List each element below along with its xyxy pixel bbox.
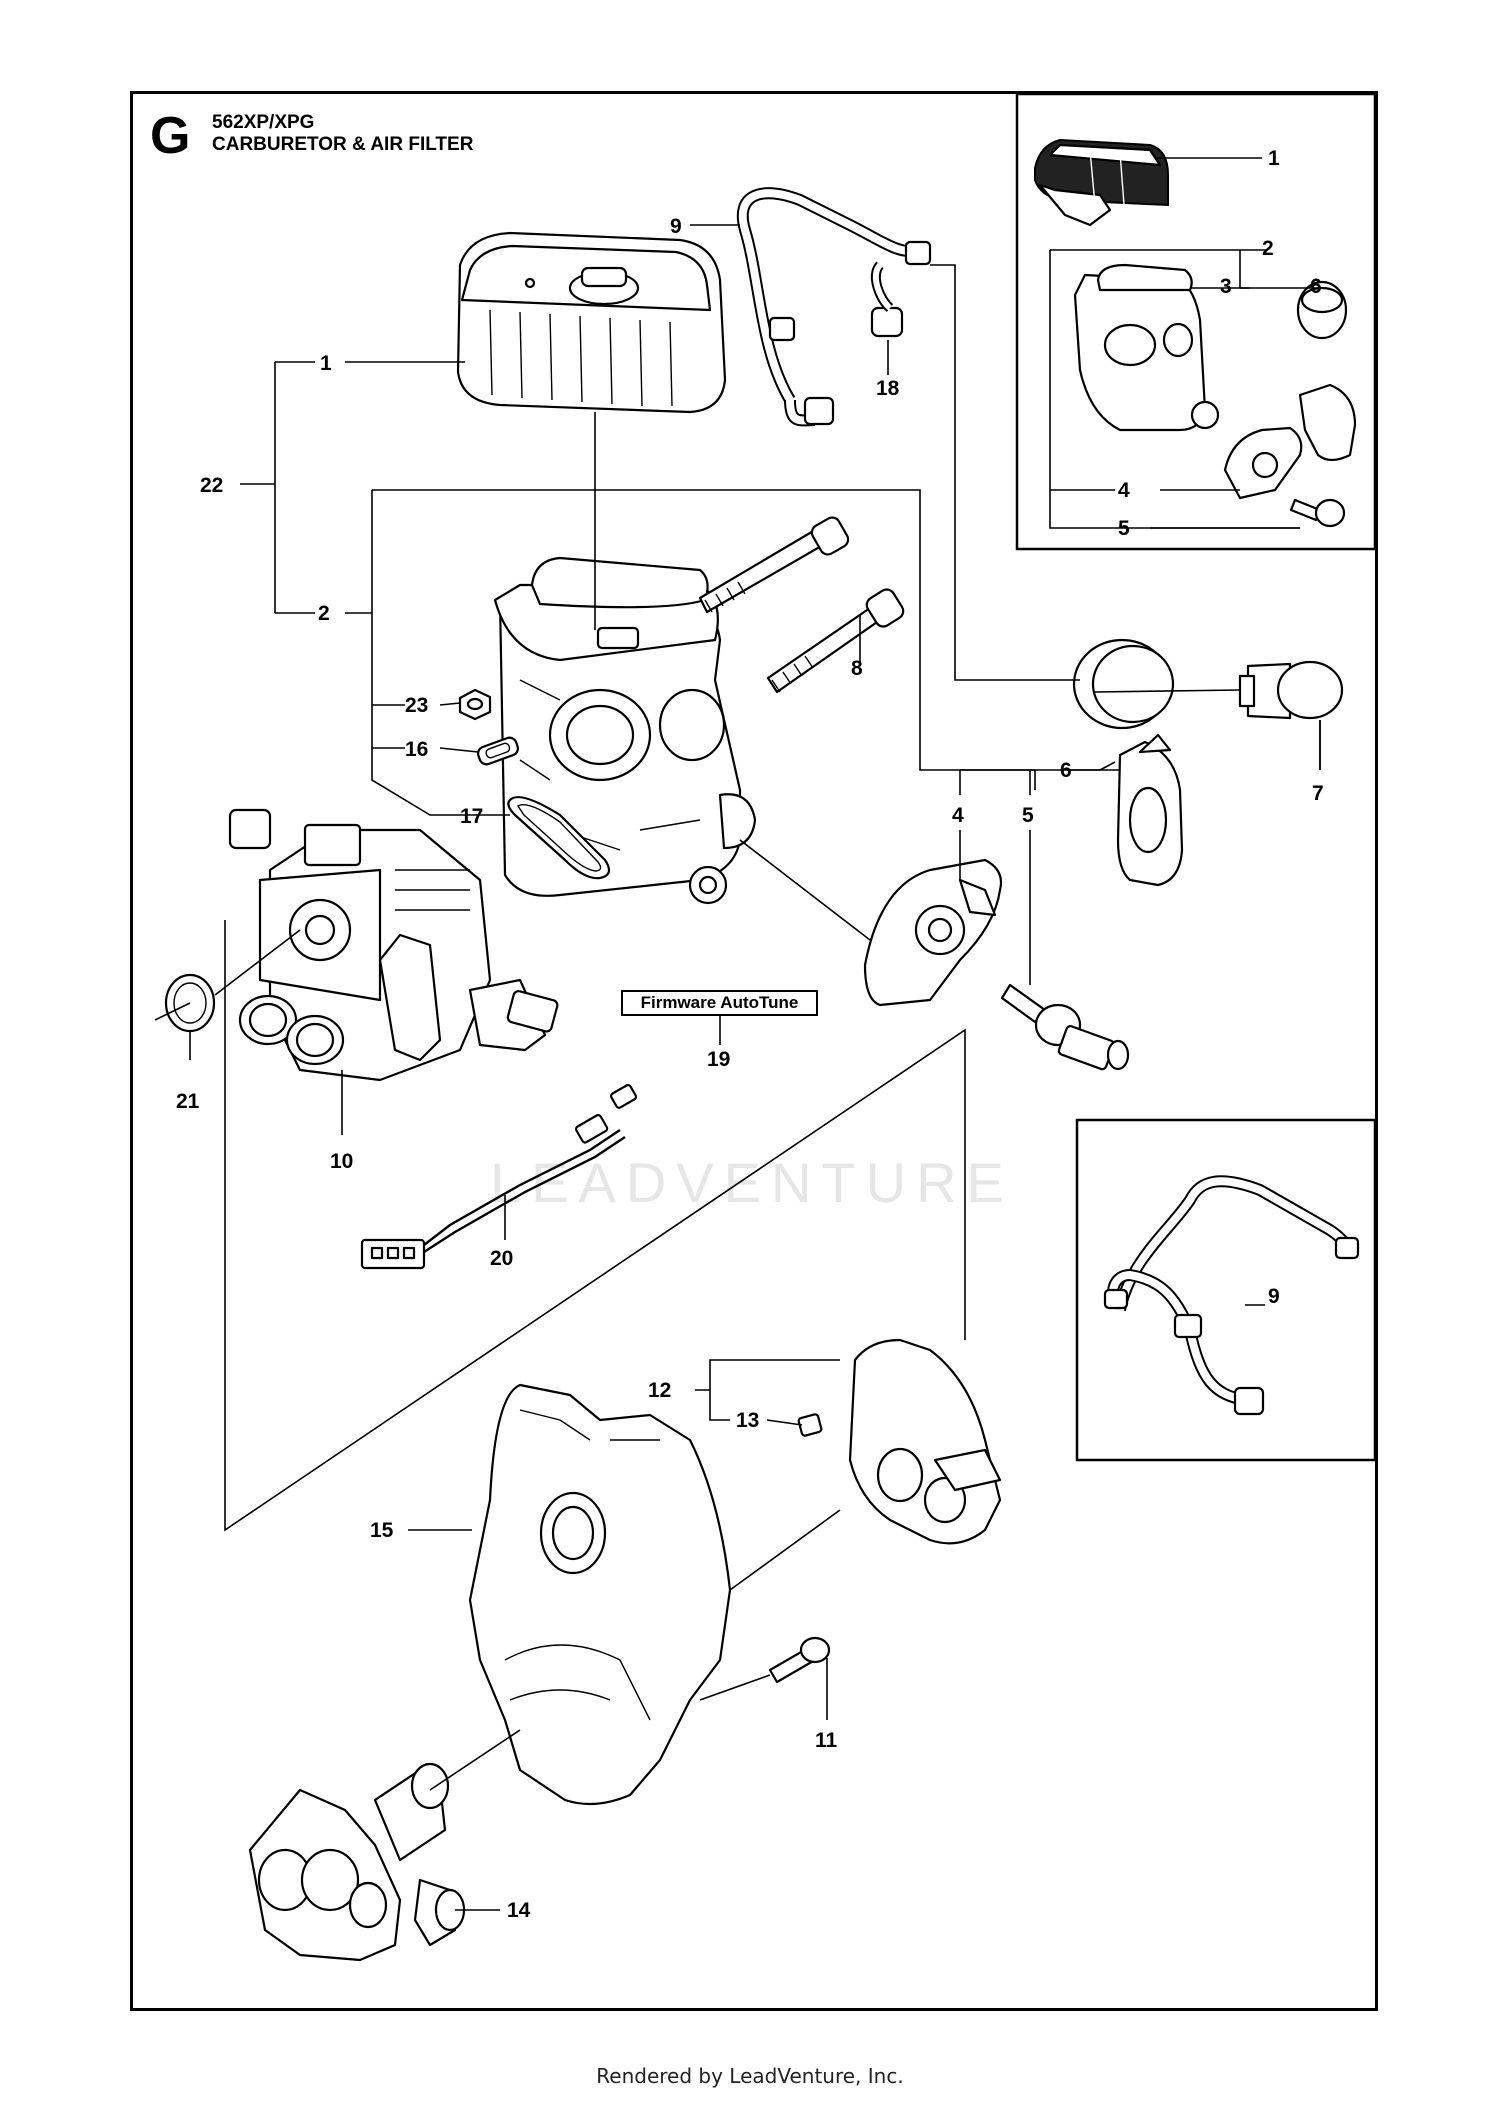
callout-15: 15 [370, 1519, 394, 1542]
callout-8: 8 [851, 657, 863, 680]
callout-21: 21 [176, 1090, 200, 1113]
inset-bottom-callout-9: 9 [1268, 1285, 1280, 1308]
inset-top-callout-1: 1 [1268, 147, 1280, 170]
callout-17: 17 [460, 805, 483, 828]
section-letter: G [150, 107, 191, 165]
diagram-frame [130, 91, 1378, 2011]
primer-bulb-part[interactable] [1238, 660, 1344, 720]
inset-choke-lever-part[interactable] [1223, 383, 1357, 500]
callout-2: 2 [318, 602, 330, 625]
callout-19: 19 [707, 1048, 730, 1071]
callout-9: 9 [670, 215, 682, 238]
footer-credit: Rendered by LeadVenture, Inc. [596, 2064, 904, 2088]
hose-sleeve-part[interactable] [870, 261, 904, 338]
callout-6: 6 [1060, 759, 1072, 782]
bolt-part-8b[interactable] [766, 586, 906, 694]
callout-23: 23 [405, 694, 428, 717]
inset-intake-assembly-part[interactable] [1073, 263, 1220, 432]
bolt-part-8a[interactable] [698, 515, 851, 614]
screw-part[interactable] [768, 1636, 831, 1684]
primer-cover-part[interactable] [1072, 638, 1175, 730]
nut-part[interactable] [458, 688, 492, 721]
watermark: LEADVENTURE [490, 1151, 1014, 1214]
fuel-hose-part[interactable] [736, 187, 932, 427]
callout-10: 10 [330, 1150, 353, 1173]
boot-clip-part[interactable] [797, 1413, 823, 1437]
inset-box-top [1015, 92, 1377, 551]
inset-fuel-hose-part[interactable] [1103, 1175, 1360, 1416]
carburetor-part[interactable] [228, 808, 559, 1082]
model-label: 562XP/XPG [212, 112, 315, 133]
choke-pin-part[interactable] [1000, 983, 1130, 1071]
inset-top-callout-4: 4 [1118, 479, 1130, 502]
inset-choke-pin-part[interactable] [1289, 498, 1346, 528]
callout-14: 14 [507, 1899, 531, 1922]
inset-top-callout-2: 2 [1262, 237, 1274, 260]
air-filter-part[interactable] [456, 231, 727, 414]
callout-16: 16 [405, 738, 428, 761]
callout-4: 4 [952, 804, 964, 827]
inset-box-bottom [1075, 1118, 1377, 1462]
callout-11: 11 [815, 1729, 838, 1752]
gasket-part[interactable] [476, 736, 520, 767]
inset-top-callout-3: 3 [1220, 275, 1232, 298]
firmware-autotune-label: Firmware AutoTune [621, 990, 818, 1016]
diagram-title: CARBURETOR & AIR FILTER [212, 134, 474, 155]
wire-harness-part[interactable] [360, 1083, 638, 1270]
o-ring-part[interactable] [507, 796, 611, 880]
carburetor-housing-part[interactable] [468, 1383, 732, 1806]
inset-primer-cover-part[interactable] [1296, 280, 1348, 340]
callout-18: 18 [876, 377, 900, 400]
callout-12: 12 [648, 1379, 671, 1402]
callout-7: 7 [1312, 782, 1324, 805]
inset-top-callout-6: 6 [1310, 275, 1322, 298]
intake-manifold-part[interactable] [248, 1762, 466, 1962]
callout-22: 22 [200, 474, 223, 497]
callout-13: 13 [736, 1409, 759, 1432]
callout-1: 1 [320, 352, 332, 375]
carburetor-intake-body-part[interactable] [493, 556, 757, 905]
choke-lever-part[interactable] [863, 858, 1003, 1007]
choke-bracket-part[interactable] [1116, 733, 1184, 887]
callout-20: 20 [490, 1247, 513, 1270]
inset-air-filter-part[interactable] [1034, 138, 1169, 227]
inset-top-callout-5: 5 [1118, 517, 1130, 540]
inset-leader-lines [1049, 157, 1322, 1306]
leader-lines [154, 224, 1321, 1911]
callout-5: 5 [1022, 804, 1034, 827]
intake-boot-part[interactable] [848, 1338, 1002, 1545]
